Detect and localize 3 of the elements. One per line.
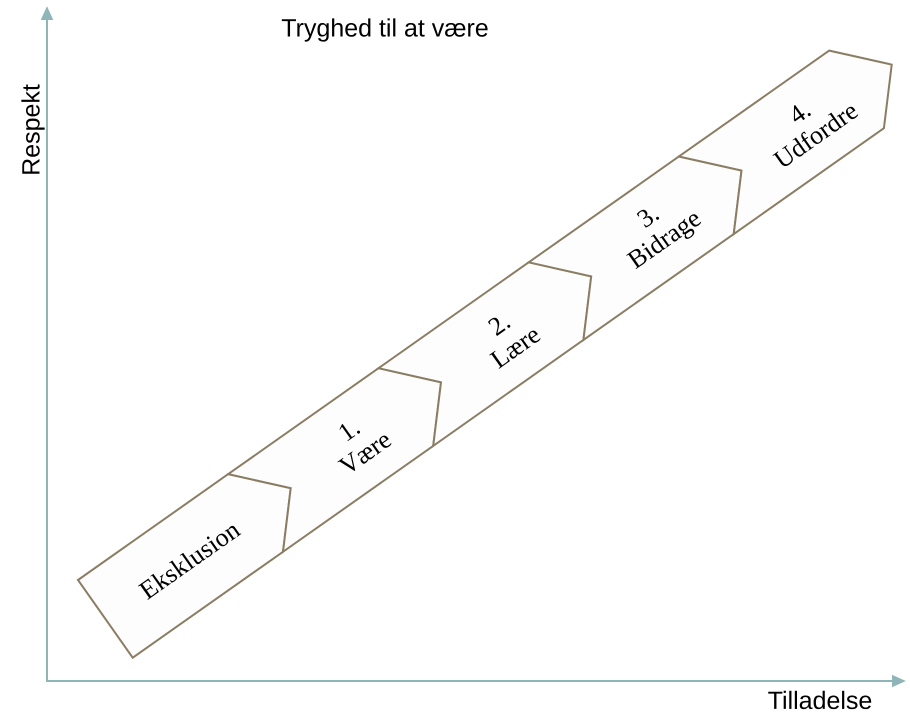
axis-label: Respekt — [21, 84, 45, 174]
axis-label: Tilladelse — [768, 690, 872, 710]
axis-label: Tryghed til at være — [282, 18, 488, 42]
